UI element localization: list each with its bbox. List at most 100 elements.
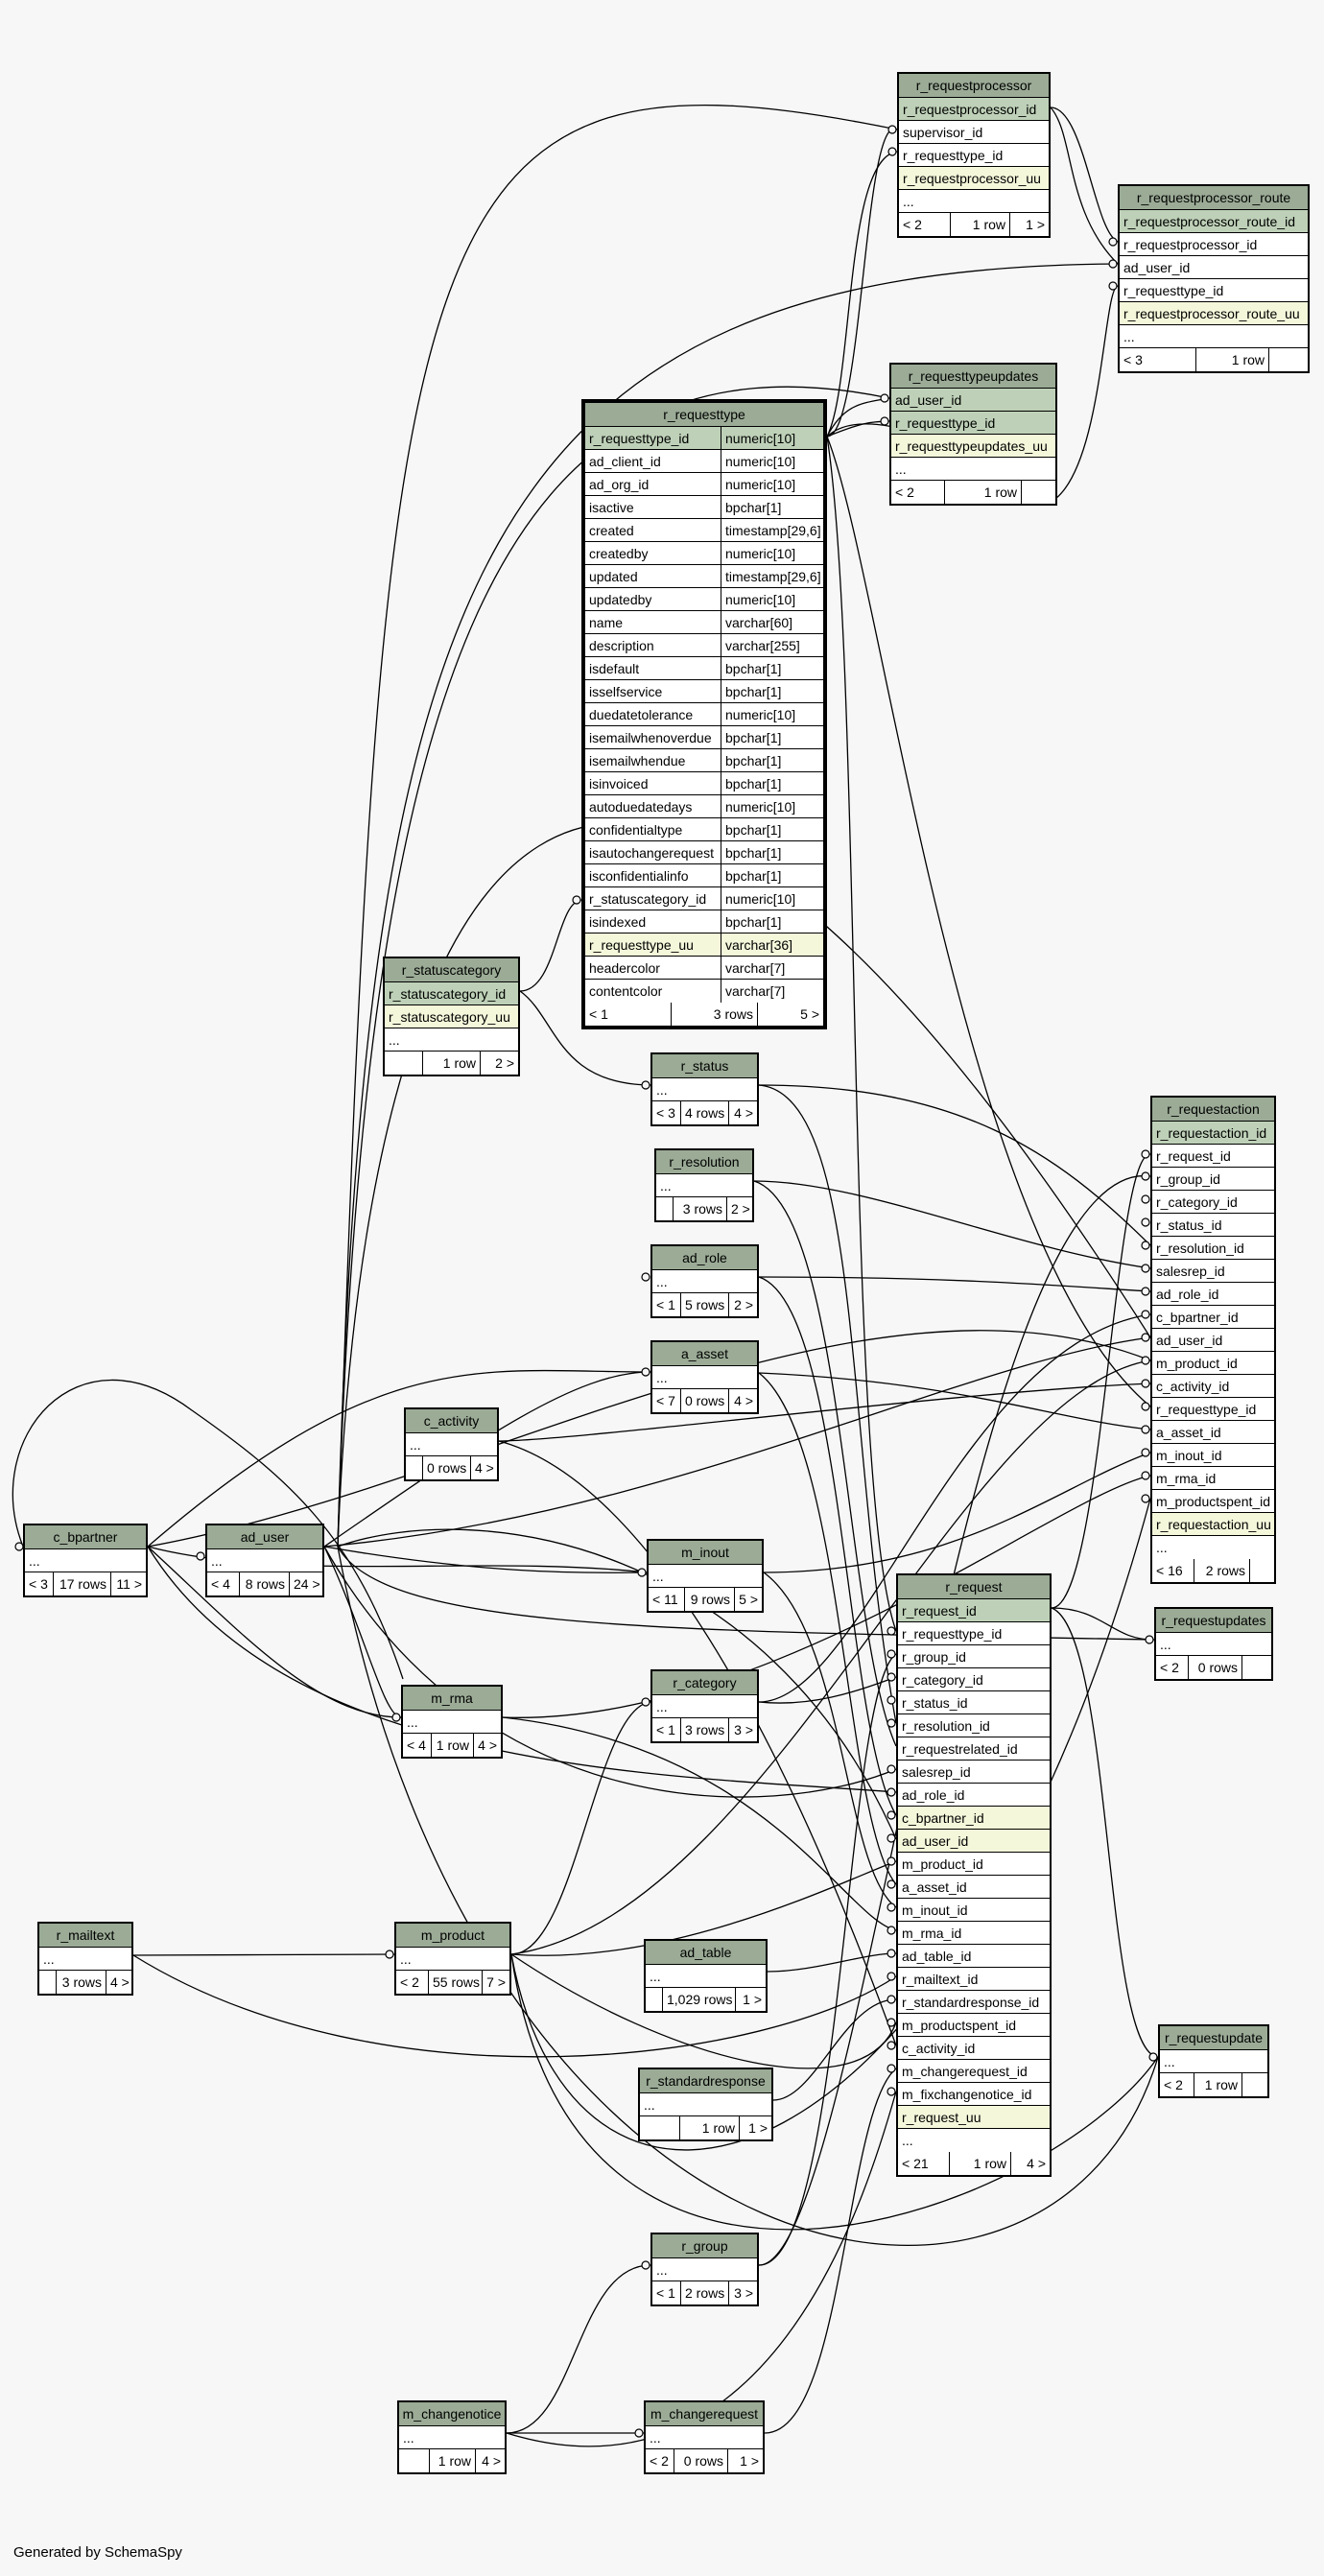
- children-count[interactable]: [1269, 348, 1308, 371]
- parents-count[interactable]: < 2: [891, 481, 945, 504]
- children-count[interactable]: 5 >: [800, 1006, 819, 1022]
- row-count: 55 rows: [429, 1971, 483, 1994]
- parents-count[interactable]: [39, 1971, 57, 1994]
- parents-count[interactable]: < 2: [899, 213, 951, 236]
- table-r-standardresponse[interactable]: r_standardresponse ... 1 row 1 >: [638, 2068, 773, 2141]
- relationship-line: [758, 1276, 1151, 1292]
- column-row: ...: [399, 2426, 505, 2449]
- children-count[interactable]: 11 >: [116, 1576, 142, 1592]
- parents-count[interactable]: < 16: [1152, 1559, 1194, 1582]
- relationship-end-marker: [887, 2087, 896, 2096]
- row-count: 1,029 rows: [663, 1988, 736, 2011]
- children-count[interactable]: 4 >: [478, 1737, 497, 1753]
- parents-count[interactable]: [640, 2116, 680, 2139]
- children-count[interactable]: 4 >: [110, 1974, 130, 1990]
- children-count[interactable]: 2 >: [734, 1297, 753, 1312]
- column-row: r_requestrelated_id: [898, 1737, 1050, 1761]
- children-count[interactable]: 1 >: [748, 2120, 768, 2136]
- column-name: autoduedatedays: [585, 795, 721, 817]
- table-m-inout[interactable]: m_inout ... < 11 9 rows 5 >: [647, 1539, 764, 1613]
- parents-count[interactable]: [656, 1197, 674, 1220]
- children-count[interactable]: 4 >: [734, 1393, 753, 1408]
- relationship-end-marker: [1148, 2052, 1158, 2062]
- children-count[interactable]: 1 >: [740, 2453, 759, 2469]
- table-r-category[interactable]: r_category ... < 1 3 rows 3 >: [650, 1669, 759, 1743]
- table-r-group[interactable]: r_group ... < 1 2 rows 3 >: [650, 2233, 759, 2306]
- table-c-bpartner[interactable]: c_bpartner ... < 3 17 rows 11 >: [23, 1524, 148, 1597]
- children-count[interactable]: [1242, 1656, 1271, 1679]
- table-m-changenotice[interactable]: m_changenotice ... 1 row 4 >: [397, 2400, 507, 2474]
- parents-count[interactable]: < 11: [649, 1588, 685, 1611]
- column-row: m_productspent_id: [898, 2014, 1050, 2037]
- parents-count[interactable]: < 2: [396, 1971, 429, 1994]
- parents-count[interactable]: [399, 2449, 430, 2472]
- table-r-requestupdate[interactable]: r_requestupdate ... < 2 1 row: [1158, 2024, 1269, 2098]
- parents-count[interactable]: [406, 1456, 423, 1479]
- children-count[interactable]: 24 >: [294, 1576, 320, 1592]
- children-count[interactable]: 2 >: [731, 1201, 750, 1217]
- parents-count[interactable]: < 2: [1156, 1656, 1189, 1679]
- children-count[interactable]: 4 >: [1027, 2156, 1046, 2171]
- table-stats-row: < 2 0 rows 1 >: [646, 2449, 763, 2472]
- column-row: r_resolution_id: [1152, 1237, 1274, 1260]
- table-r-status[interactable]: r_status ... < 3 4 rows 4 >: [650, 1052, 759, 1126]
- table-r-requestprocessor-route[interactable]: r_requestprocessor_route r_requestproces…: [1118, 184, 1310, 373]
- children-count[interactable]: [1242, 2073, 1267, 2096]
- table-r-requestprocessor[interactable]: r_requestprocessor r_requestprocessor_id…: [897, 72, 1051, 238]
- column-name: isdefault: [585, 657, 721, 679]
- parents-count[interactable]: < 1: [652, 1293, 681, 1316]
- table-a-asset[interactable]: a_asset ... < 7 0 rows 4 >: [650, 1340, 759, 1414]
- children-count[interactable]: 4 >: [482, 2453, 501, 2469]
- table-r-mailtext[interactable]: r_mailtext ... 3 rows 4 >: [37, 1922, 133, 1996]
- table-ad-table[interactable]: ad_table ... 1,029 rows 1 >: [644, 1939, 768, 2013]
- parents-count[interactable]: < 3: [25, 1572, 54, 1595]
- parents-count[interactable]: < 1: [585, 1003, 672, 1026]
- relationship-line: [498, 1383, 1151, 1442]
- table-c-activity[interactable]: c_activity ... 0 rows 4 >: [404, 1407, 499, 1481]
- parents-count[interactable]: < 21: [898, 2152, 950, 2175]
- parents-count[interactable]: < 2: [646, 2449, 674, 2472]
- relationship-line: [758, 1372, 1151, 1430]
- children-count[interactable]: 5 >: [739, 1592, 758, 1607]
- children-count[interactable]: 7 >: [486, 1974, 506, 1990]
- children-count[interactable]: 4 >: [475, 1460, 494, 1476]
- parents-count[interactable]: < 4: [403, 1734, 432, 1757]
- column-type: numeric[10]: [725, 592, 796, 607]
- children-count[interactable]: 1 >: [743, 1992, 762, 2007]
- parents-count[interactable]: [385, 1052, 423, 1075]
- parents-count[interactable]: [646, 1988, 663, 2011]
- table-r-requestupdates[interactable]: r_requestupdates ... < 2 0 rows: [1154, 1607, 1273, 1681]
- children-count[interactable]: 2 >: [495, 1055, 514, 1071]
- table-r-requesttypeupdates[interactable]: r_requesttypeupdates ad_user_id r_reques…: [889, 363, 1057, 506]
- relationship-end-marker: [880, 393, 889, 403]
- relationship-line: [758, 1676, 897, 1704]
- children-count[interactable]: 1 >: [1026, 217, 1045, 232]
- parents-count[interactable]: < 1: [652, 1718, 681, 1741]
- parents-count[interactable]: < 4: [207, 1572, 240, 1595]
- relationship-end-marker: [641, 1697, 650, 1707]
- table-m-rma[interactable]: m_rma ... < 4 1 row 4 >: [401, 1685, 503, 1759]
- parents-count[interactable]: < 3: [652, 1101, 681, 1124]
- parents-count[interactable]: < 7: [652, 1389, 681, 1412]
- children-count[interactable]: [1250, 1559, 1274, 1582]
- table-ad-role[interactable]: ad_role ... < 1 5 rows 2 >: [650, 1244, 759, 1318]
- table-m-changerequest[interactable]: m_changerequest ... < 2 0 rows 1 >: [644, 2400, 765, 2474]
- table-ad-user[interactable]: ad_user ... < 4 8 rows 24 >: [205, 1524, 324, 1597]
- children-count[interactable]: 4 >: [734, 1105, 753, 1121]
- children-count[interactable]: [1022, 481, 1055, 504]
- relationship-end-marker: [572, 895, 581, 905]
- row-count: 1 row: [945, 481, 1022, 504]
- parents-count[interactable]: < 2: [1160, 2073, 1194, 2096]
- table-r-statuscategory[interactable]: r_statuscategory r_statuscategory_id r_s…: [383, 957, 520, 1076]
- table-r-resolution[interactable]: r_resolution ... 3 rows 2 >: [654, 1148, 754, 1222]
- parents-count[interactable]: < 1: [652, 2281, 681, 2304]
- relationship-line: [502, 1475, 1151, 1718]
- parents-count[interactable]: < 3: [1120, 348, 1196, 371]
- table-m-product[interactable]: m_product ... < 2 55 rows 7 >: [394, 1922, 511, 1996]
- children-count[interactable]: 3 >: [734, 2285, 753, 2301]
- children-count[interactable]: 3 >: [734, 1722, 753, 1737]
